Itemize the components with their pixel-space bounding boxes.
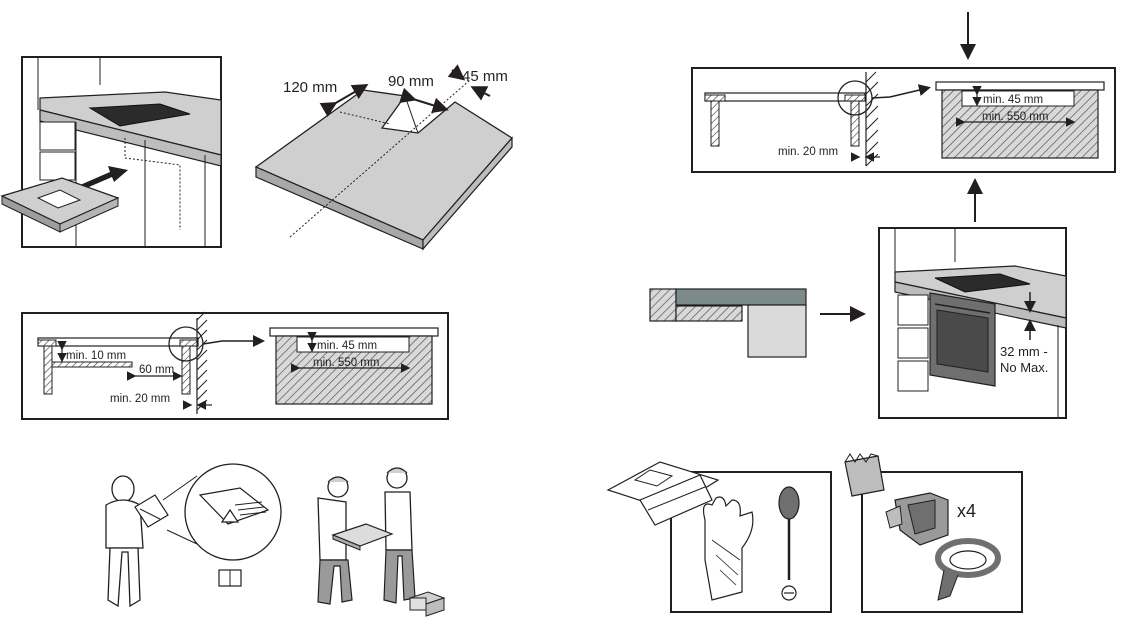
oven-gap-label-line1: 32 mm -: [1000, 344, 1048, 359]
cutout-depth-label: 90 mm: [388, 73, 434, 90]
side-gap-label: 60 mm: [139, 364, 174, 376]
cutout-offset-label: 45 mm: [462, 68, 508, 85]
clearance-section-left: min. 10 mm 60 mm min. 20 mm min. 45 mm m…: [21, 311, 449, 420]
tools-panel: [606, 461, 832, 613]
cutout-dimensions-diagram: 120 mm 90 mm 45 mm: [254, 64, 513, 251]
worktop-profile-diagram: [649, 288, 866, 358]
wall-gap-label-left: min. 20 mm: [110, 393, 170, 405]
oven-cabinet-panel: 32 mm - No Max.: [878, 227, 1067, 419]
gap-below-label: min. 10 mm: [66, 350, 126, 362]
oven-gap-label-line2: No Max.: [1000, 360, 1048, 375]
clearance-section-right: min. 20 mm min. 45 mm min. 550 mm: [691, 12, 1116, 222]
section-depth-label-left: min. 550 mm: [313, 357, 379, 369]
section-height-label-right: min. 45 mm: [983, 94, 1043, 106]
quantity-label: x4: [957, 501, 976, 521]
safety-instructions-illustration: [105, 463, 446, 617]
section-depth-label-right: min. 550 mm: [982, 111, 1048, 123]
wall-gap-label-right: min. 20 mm: [778, 146, 838, 158]
kitchen-cabinet-panel: [0, 56, 222, 248]
section-height-label-left: min. 45 mm: [317, 340, 377, 352]
cutout-width-label: 120 mm: [283, 79, 337, 96]
accessories-panel: x4: [844, 453, 1023, 613]
